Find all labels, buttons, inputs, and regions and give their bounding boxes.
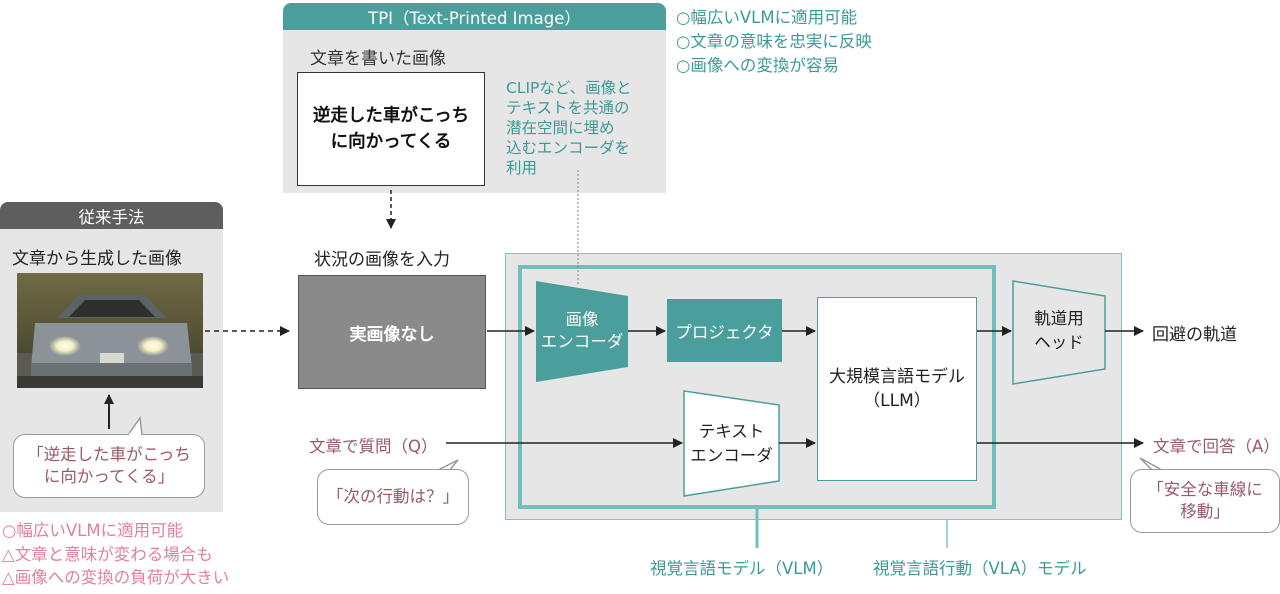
llm-line1: 大規模言語モデル	[829, 367, 965, 387]
text-encoder-line2: エンコーダ	[690, 446, 773, 465]
clip-note-line: 利用	[506, 159, 538, 177]
tpi-subtitle: 文章を書いた画像	[310, 49, 446, 69]
image-encoder-label: 画像 エンコーダ	[536, 300, 628, 362]
trajectory-output: 回避の軌道	[1152, 325, 1237, 345]
trajectory-head-shape	[1012, 280, 1106, 385]
conventional-note: △画像への変換の負荷が大きい	[2, 568, 230, 587]
tpi-merits: ○幅広いVLMに適用可能 ○文章の意味を忠実に反映 ○画像への変換が容易	[676, 6, 872, 78]
clip-note-line: テキストを共通の	[506, 99, 630, 117]
question-label: 文章で質問（Q）	[309, 437, 438, 456]
llm-box: 大規模言語モデル （LLM）	[817, 297, 977, 481]
answer-bubble-line1: 「安全な車線に	[1147, 480, 1263, 499]
vlm-label: 視覚言語モデル（VLM）	[650, 559, 834, 578]
answer-bubble: 「安全な車線に 移動」	[1130, 469, 1280, 533]
head-line1: 軌道用	[1034, 309, 1084, 328]
trajectory-head-label: 軌道用 ヘッド	[1013, 302, 1105, 360]
conventional-note: △文章と意味が変わる場合も	[2, 544, 213, 564]
conventional-bubble: 「逆走した車がこっち に向かってくる」	[13, 434, 205, 498]
image-encoder-line1: 画像	[565, 310, 599, 329]
text-encoder-label: テキスト エンコーダ	[684, 414, 779, 474]
input-label: 状況の画像を入力	[314, 250, 450, 270]
answer-bubble-line2: 移動」	[1180, 502, 1230, 521]
conventional-note: ○幅広いVLMに適用可能	[2, 521, 184, 540]
tpi-box-line1: 逆走した車がこっち	[312, 106, 470, 126]
text-encoder-line1: テキスト	[698, 422, 765, 441]
clip-note-line: 込むエンコーダを	[506, 139, 631, 157]
image-encoder-line2: エンコーダ	[540, 332, 624, 351]
generated-car-photo	[17, 273, 203, 388]
conventional-subtitle: 文章から生成した画像	[12, 249, 182, 269]
no-real-image-box: 実画像なし	[298, 275, 486, 389]
answer-output: 文章で回答（A）	[1153, 437, 1280, 456]
tpi-text-image-box: 逆走した車がこっち に向かってくる	[297, 72, 485, 186]
clip-note: CLIPなど、画像と テキストを共通の 潜在空間に埋め 込むエンコーダを 利用	[506, 78, 632, 178]
tpi-header: TPI（Text-Printed Image）	[283, 3, 666, 30]
conventional-header: 従来手法	[0, 202, 223, 229]
head-line2: ヘッド	[1034, 333, 1084, 352]
question-bubble: 「次の行動は？」	[317, 469, 469, 525]
clip-note-line: 潜在空間に埋め	[506, 119, 615, 137]
tpi-merit: ○画像への変換が容易	[676, 56, 839, 75]
tpi-merit: ○幅広いVLMに適用可能	[676, 8, 858, 27]
vlm-model-frame	[518, 265, 996, 509]
llm-line2: （LLM）	[863, 391, 931, 411]
vla-label: 視覚言語行動（VLA）モデル	[873, 559, 1087, 578]
tpi-merit: ○文章の意味を忠実に反映	[676, 32, 872, 51]
image-encoder-shape	[536, 281, 628, 382]
tpi-box-line2: に向かってくる	[330, 132, 452, 152]
text-encoder-shape	[683, 390, 780, 497]
projector-box: プロジェクタ	[667, 299, 782, 362]
clip-note-line: CLIPなど、画像と	[506, 79, 632, 97]
conventional-bubble-line2: に向かってくる」	[43, 467, 175, 486]
conventional-bubble-line1: 「逆走した車がこっち	[27, 445, 191, 464]
conventional-notes: ○幅広いVLMに適用可能 △文章と意味が変わる場合も △画像への変換の負荷が大き…	[2, 519, 229, 590]
